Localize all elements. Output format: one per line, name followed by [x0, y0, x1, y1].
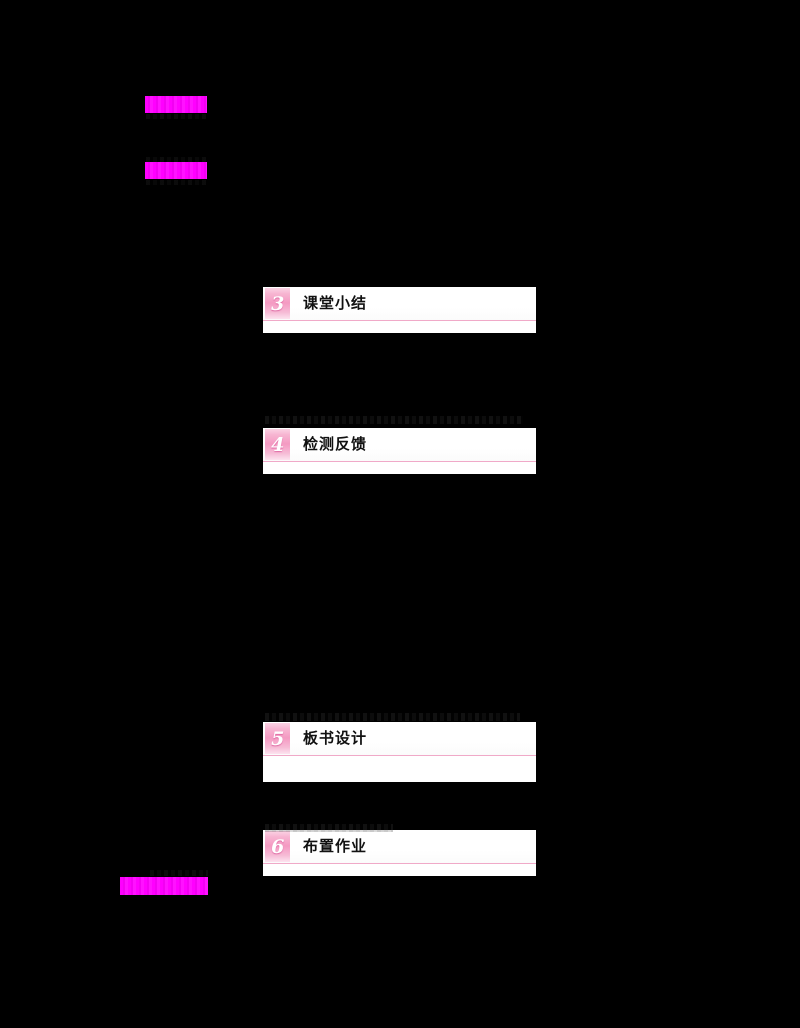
ghost-line-above-second-redaction: [146, 157, 206, 162]
section-header-4: 4 检测反馈: [263, 428, 536, 462]
redaction-mark-top: [145, 96, 207, 113]
ghost-line-above-section-6: [265, 824, 393, 832]
section-title-3: 课堂小结: [303, 294, 368, 312]
section-body-5: [263, 756, 536, 782]
ghost-line-above-section-4: [265, 416, 523, 424]
section-card-6: 6 布置作业: [263, 830, 536, 876]
redaction-mark-second: [145, 162, 207, 179]
section-title-4: 检测反馈: [303, 435, 368, 453]
section-body-3: [263, 321, 536, 333]
section-header-6: 6 布置作业: [263, 830, 536, 864]
section-header-3: 3 课堂小结: [263, 287, 536, 321]
ghost-line-near-bottom-redaction: [150, 870, 208, 876]
ghost-line-under-top-redaction: [146, 114, 206, 119]
section-header-5: 5 板书设计: [263, 722, 536, 756]
section-card-3: 3 课堂小结: [263, 287, 536, 333]
section-card-5: 5 板书设计: [263, 722, 536, 782]
section-body-6: [263, 864, 536, 876]
section-number-badge-5: 5: [265, 723, 290, 754]
section-number-badge-4: 4: [265, 429, 290, 460]
section-title-6: 布置作业: [303, 837, 368, 855]
section-title-5: 板书设计: [303, 729, 368, 747]
ghost-line-under-second-redaction: [146, 180, 206, 185]
section-card-4: 4 检测反馈: [263, 428, 536, 474]
ghost-line-above-section-5: [265, 713, 520, 721]
section-number-badge-6: 6: [265, 831, 290, 862]
redaction-mark-bottom: [120, 877, 208, 895]
section-number-badge-3: 3: [265, 288, 290, 319]
section-body-4: [263, 462, 536, 474]
